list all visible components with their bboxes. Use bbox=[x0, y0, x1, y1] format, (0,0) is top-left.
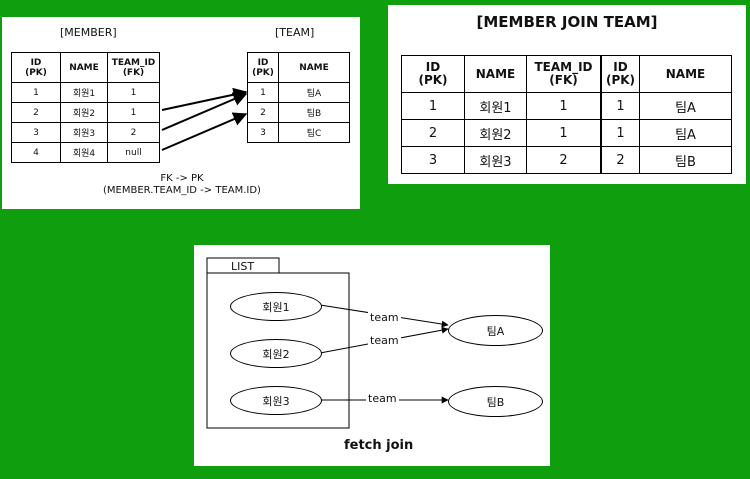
cell: 2 bbox=[401, 119, 465, 147]
member-table-title: [MEMBER] bbox=[60, 26, 117, 39]
cell: 2 bbox=[526, 146, 602, 174]
cell: 3 bbox=[247, 122, 279, 143]
team-table: ID(PK) NAME 1 팀A 2 팀B 3 팀C bbox=[247, 52, 350, 143]
cell: 1 bbox=[600, 119, 640, 147]
edge-label-3: team bbox=[366, 392, 399, 405]
fk-caption: FK -> PK (MEMBER.TEAM_ID -> TEAM.ID) bbox=[82, 173, 282, 197]
join-col-team-id: TEAM_ID(FK) bbox=[526, 55, 602, 93]
fk-arrow-row2 bbox=[161, 92, 248, 131]
member-team-panel: [MEMBER] [TEAM] ID(PK) NAME TEAM_ID(FK) … bbox=[2, 17, 360, 209]
fetch-join-caption: fetch join bbox=[344, 438, 414, 453]
table-row: 3 팀C bbox=[247, 122, 350, 143]
cell: 회원3 bbox=[464, 146, 527, 174]
list-box bbox=[206, 272, 350, 429]
cell: 회원1 bbox=[464, 92, 527, 120]
join-table: ID(PK) NAME TEAM_ID(FK) ID(PK) NAME 1 회원… bbox=[401, 55, 732, 174]
fetch-join-panel: LIST 회원1 회원2 회원3 팀A 팀B team team team fe… bbox=[194, 245, 550, 466]
fk-arrow-row1 bbox=[161, 87, 248, 111]
table-row: 1 팀A bbox=[247, 82, 350, 103]
team-table-title: [TEAM] bbox=[275, 26, 315, 39]
join-col-team-pk: ID(PK) bbox=[600, 55, 640, 93]
member-node-2: 회원2 bbox=[230, 339, 322, 368]
fk-arrow-row3 bbox=[161, 112, 248, 151]
fk-caption-line1: FK -> PK bbox=[160, 173, 204, 184]
cell: 1 bbox=[600, 92, 640, 120]
cell: 3 bbox=[401, 146, 465, 174]
cell: 2 bbox=[600, 146, 640, 174]
join-col-team-name: NAME bbox=[639, 55, 732, 93]
list-tab bbox=[206, 257, 280, 273]
cell: 팀B bbox=[639, 146, 732, 174]
team-node-b: 팀B bbox=[448, 386, 543, 417]
cell: 팀A bbox=[639, 92, 732, 120]
join-col-member-name: NAME bbox=[464, 55, 527, 93]
table-row: 4 회원4 null bbox=[11, 142, 160, 163]
fk-arrows bbox=[161, 87, 248, 151]
join-col-member-id: ID(PK) bbox=[401, 55, 465, 93]
table-row: 1 회원1 1 bbox=[11, 82, 160, 103]
cell: 회원2 bbox=[464, 119, 527, 147]
cell: 1 bbox=[526, 92, 602, 120]
cell: 1 bbox=[401, 92, 465, 120]
table-row: 1 회원1 1 1 팀A bbox=[401, 92, 732, 120]
cell: null bbox=[107, 142, 160, 163]
member-col-id: ID(PK) bbox=[11, 52, 61, 83]
edge-label-2: team bbox=[368, 334, 401, 347]
list-label: LIST bbox=[231, 260, 255, 273]
cell: 팀A bbox=[639, 119, 732, 147]
team-header-row: ID(PK) NAME bbox=[247, 52, 350, 83]
edge-label-1: team bbox=[368, 311, 401, 324]
table-row: 2 회원2 1 1 팀A bbox=[401, 119, 732, 147]
join-panel: [MEMBER JOIN TEAM] ID(PK) NAME TEAM_ID(F… bbox=[388, 5, 746, 184]
cell: 팀C bbox=[278, 122, 350, 143]
table-row: 3 회원3 2 2 팀B bbox=[401, 146, 732, 174]
member-col-name: NAME bbox=[60, 52, 108, 83]
table-row: 2 팀B bbox=[247, 102, 350, 123]
member-table: ID(PK) NAME TEAM_ID(FK) 1 회원1 1 2 회원2 1 … bbox=[11, 52, 160, 163]
cell: 1 bbox=[526, 119, 602, 147]
member-node-3: 회원3 bbox=[230, 386, 322, 415]
cell: 4 bbox=[11, 142, 61, 163]
team-col-id: ID(PK) bbox=[247, 52, 279, 83]
member-node-1: 회원1 bbox=[230, 292, 322, 321]
join-header-row: ID(PK) NAME TEAM_ID(FK) ID(PK) NAME bbox=[401, 55, 732, 93]
team-node-a: 팀A bbox=[448, 315, 543, 346]
join-title: [MEMBER JOIN TEAM] bbox=[476, 13, 658, 31]
fk-caption-line2: (MEMBER.TEAM_ID -> TEAM.ID) bbox=[103, 185, 261, 196]
